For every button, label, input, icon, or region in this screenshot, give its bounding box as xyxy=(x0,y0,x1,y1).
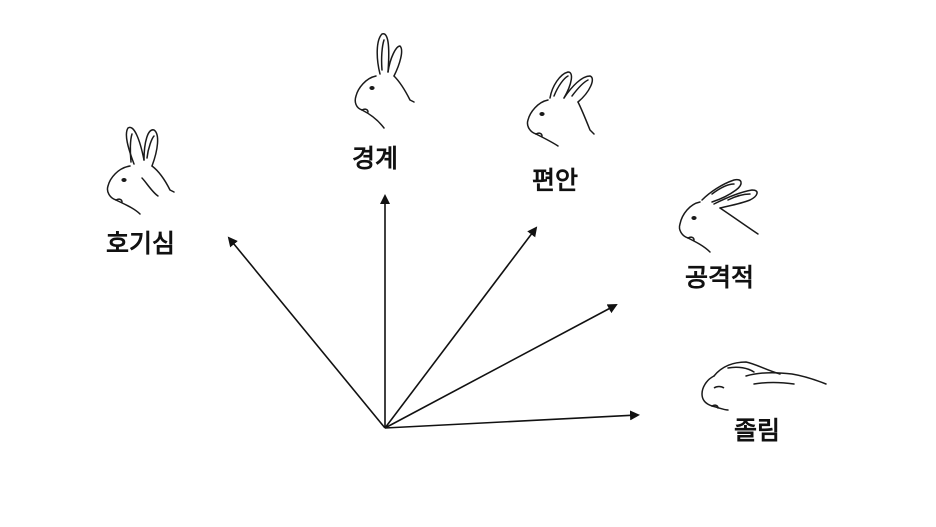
arrow-curious xyxy=(227,236,386,429)
label-alert: 경계 xyxy=(352,144,399,173)
label-sleepy: 졸림 xyxy=(734,416,781,445)
rabbit-sleepy-icon xyxy=(701,361,827,411)
arrow-relaxed xyxy=(384,226,538,429)
label-curious: 호기심 xyxy=(106,229,176,258)
rabbit-relaxed-icon xyxy=(526,71,595,147)
rabbit-aggressive-icon xyxy=(678,178,759,253)
label-relaxed: 편안 xyxy=(532,166,579,195)
arrow-sleepy xyxy=(384,410,640,429)
arrow-aggressive xyxy=(384,304,618,429)
rabbit-alert-icon xyxy=(354,33,415,129)
label-aggressive: 공격적 xyxy=(685,263,755,292)
rabbit-curious-icon xyxy=(106,126,175,215)
